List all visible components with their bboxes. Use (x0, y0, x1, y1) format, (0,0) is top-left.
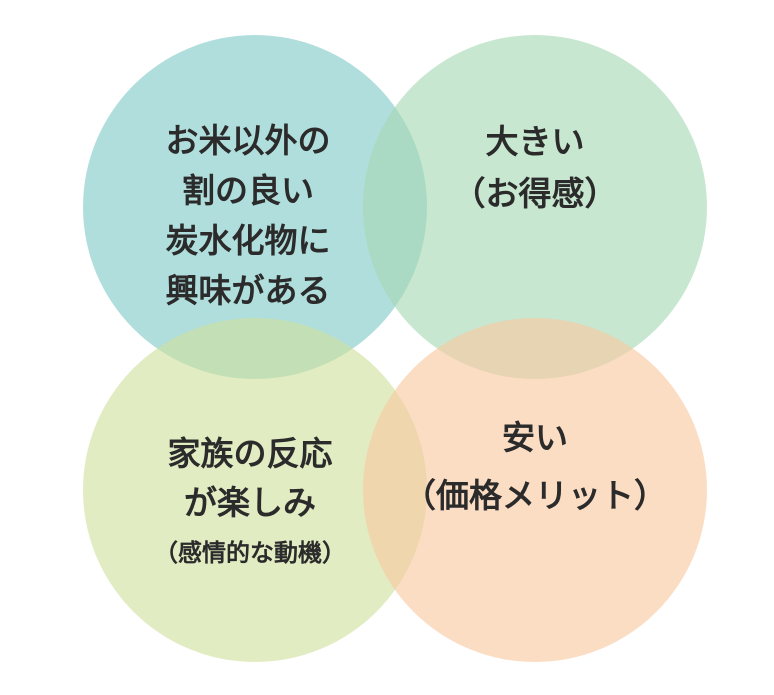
label-bottom-right-line-1: 安い (502, 418, 568, 457)
label-top-left-line-1: お米以外の (166, 121, 331, 160)
label-top-left-line-2: 割の良い (182, 171, 314, 210)
label-bottom-left-line-3: （感情的な動機） (154, 539, 346, 567)
circle-top-left (83, 35, 427, 379)
label-top-left-line-4: 興味がある (166, 271, 331, 310)
circle-top-right (363, 35, 707, 379)
label-top-right-line-1: 大きい (486, 122, 585, 161)
circle-bottom-left (83, 318, 427, 662)
circle-bottom-right (363, 318, 707, 662)
label-top-left-line-3: 炭水化物に (166, 221, 331, 260)
label-bottom-left-line-1: 家族の反応 (168, 434, 333, 473)
label-bottom-right-line-2: （価格メリット） (403, 476, 667, 515)
label-top-right-line-2: （お得感） (453, 174, 618, 213)
label-bottom-left-line-2: が楽しみ (184, 483, 316, 522)
